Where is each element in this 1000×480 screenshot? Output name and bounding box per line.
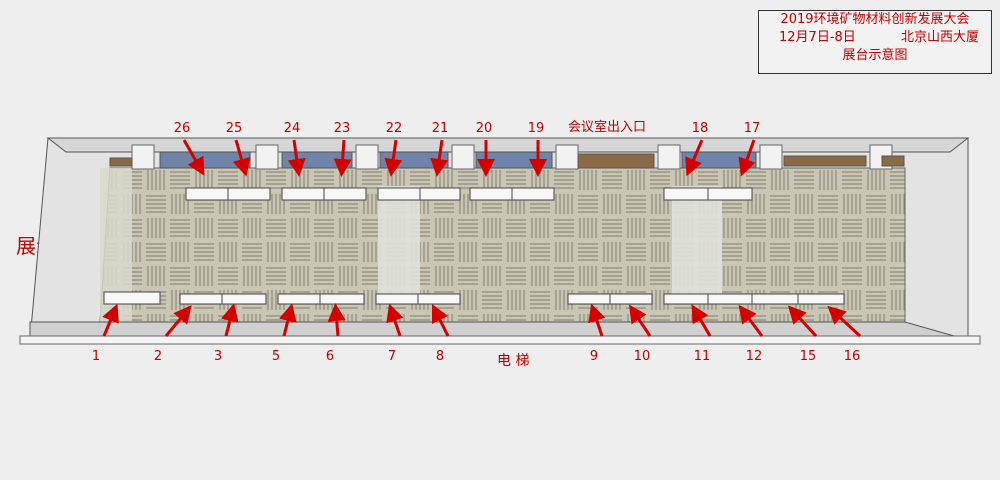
title-venue: 北京山西大厦 bbox=[900, 30, 979, 45]
arrow-bottom-3 bbox=[221, 303, 239, 337]
booth-number-top-26: 26 bbox=[174, 121, 191, 136]
booth-number-top-24: 24 bbox=[284, 121, 301, 136]
arrow-top-17 bbox=[738, 139, 756, 177]
arrow-bottom-5 bbox=[279, 303, 297, 337]
booth-number-bottom-8: 8 bbox=[436, 349, 444, 364]
title-line3: 展台示意图 bbox=[842, 48, 908, 63]
title-box: 2019环境矿物材料创新发展大会 12月7日-8日 北京山西大厦 展台示意图 bbox=[758, 10, 992, 74]
arrow-top-18 bbox=[685, 139, 704, 177]
arrow-bottom-10 bbox=[629, 304, 652, 337]
booth-number-top-25: 25 bbox=[226, 121, 243, 136]
booth-number-bottom-15: 15 bbox=[800, 349, 817, 364]
arrow-bottom-7 bbox=[386, 303, 404, 337]
booth-number-top-22: 22 bbox=[386, 121, 403, 136]
booth-number-top-21: 21 bbox=[432, 121, 449, 136]
meeting-room-label: 会议室出入口 bbox=[568, 119, 646, 135]
arrow-top-21 bbox=[430, 139, 449, 177]
booth-number-bottom-12: 12 bbox=[746, 349, 763, 364]
arrow-top-22 bbox=[384, 139, 403, 177]
arrow-bottom-2 bbox=[164, 305, 192, 337]
arrow-top-23 bbox=[333, 139, 352, 177]
title-line1: 2019环境矿物材料创新发展大会 bbox=[780, 12, 970, 27]
booth-number-top-18: 18 bbox=[692, 121, 709, 136]
arrow-bottom-9 bbox=[588, 303, 606, 337]
booth-number-bottom-5: 5 bbox=[272, 349, 280, 364]
arrow-bottom-12 bbox=[738, 304, 764, 337]
arrow-bottom-16 bbox=[827, 305, 862, 338]
arrow-bottom-8 bbox=[431, 303, 450, 337]
booth-number-bottom-2: 2 bbox=[154, 349, 162, 364]
arrow-top-25 bbox=[232, 139, 251, 177]
arrow-top-24 bbox=[287, 139, 306, 177]
arrow-bottom-15 bbox=[787, 305, 818, 338]
booth-number-bottom-6: 6 bbox=[326, 349, 334, 364]
booth-number-top-19: 19 bbox=[528, 121, 545, 136]
booth-number-bottom-11: 11 bbox=[694, 349, 711, 364]
arrow-bottom-11 bbox=[691, 304, 712, 337]
title-dates: 12月7日-8日 bbox=[779, 30, 856, 45]
booth-number-bottom-9: 9 bbox=[590, 349, 598, 364]
booth-number-bottom-7: 7 bbox=[388, 349, 396, 364]
arrow-bottom-1 bbox=[102, 303, 119, 337]
booth-number-top-17: 17 bbox=[744, 121, 761, 136]
booth-number-top-20: 20 bbox=[476, 121, 493, 136]
booth-number-top-23: 23 bbox=[334, 121, 351, 136]
booth-number-bottom-3: 3 bbox=[214, 349, 222, 364]
arrow-top-26 bbox=[182, 139, 205, 176]
booth-number-bottom-1: 1 bbox=[92, 349, 100, 364]
elevator-label: 电 梯 bbox=[497, 353, 529, 369]
arrow-bottom-6 bbox=[327, 303, 346, 337]
booth-number-bottom-10: 10 bbox=[634, 349, 651, 364]
title-line2: 12月7日-8日 北京山西大厦 bbox=[759, 29, 991, 47]
booth-number-bottom-16: 16 bbox=[844, 349, 861, 364]
